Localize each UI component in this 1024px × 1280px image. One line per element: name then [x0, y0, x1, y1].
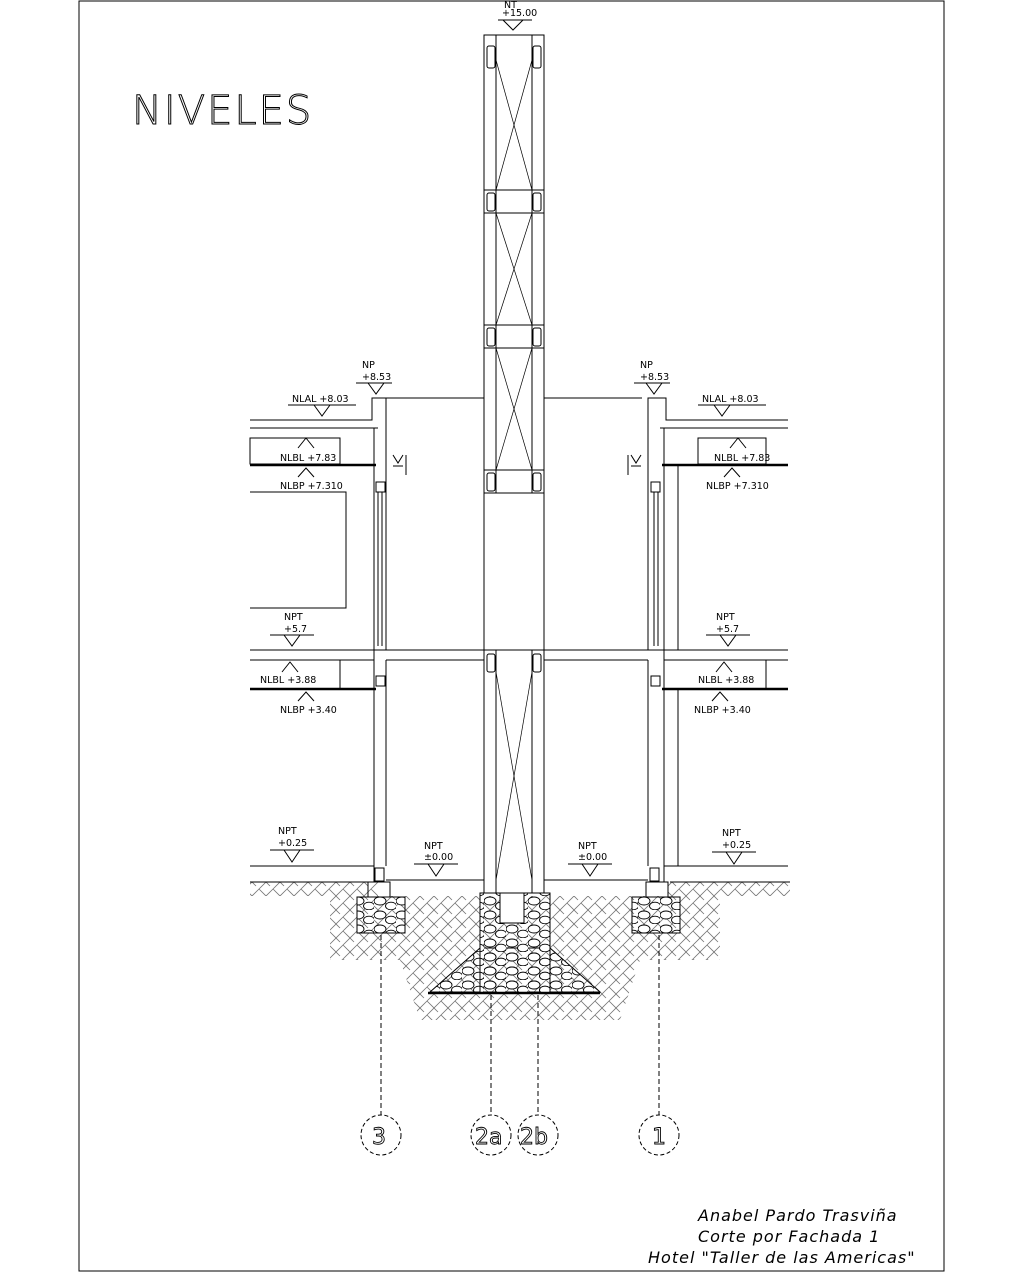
level-mark-npt-mid-left: NPT +5.7 [270, 612, 314, 647]
level-mark-nlal-left: NLAL +8.03 [288, 394, 356, 417]
label-levels-npt_mid_right-tag: NPT [716, 612, 735, 623]
level-mark-top: NT +15.00 [498, 0, 537, 31]
level-mark-npt-ground-right: NPT +0.25 [712, 828, 756, 865]
label-axes-0: 3 [372, 1125, 386, 1150]
label-axes-3: 1 [652, 1125, 666, 1150]
label-levels-np_right-tag: NP [640, 360, 653, 371]
footing-left [356, 881, 406, 934]
roof-structure [249, 397, 788, 882]
level-mark-npt-zero-left: NPT ±0.00 [414, 841, 458, 877]
label-levels-npt_ground_right-value: +0.25 [722, 840, 751, 851]
ground-floor [250, 865, 788, 882]
middle-floor [250, 649, 788, 866]
level-mark-npt-mid-right: NPT +5.7 [706, 612, 750, 647]
level-mark-np-right: NP +8.53 [634, 360, 670, 395]
label-levels-nlbl_lower_right: NLBL +3.88 [698, 675, 754, 686]
label-axes-2: 2b [520, 1125, 548, 1150]
label-levels-np_left-tag: NP [362, 360, 375, 371]
label-levels-nlbl_upper_left: NLBL +7.83 [280, 453, 336, 464]
footing-center [428, 892, 602, 995]
level-mark-nlbp-upper-left: NLBP +7.310 [280, 467, 343, 492]
label-levels-npt_ground_right-tag: NPT [722, 828, 741, 839]
title-block: Anabel Pardo Trasviña Corte por Fachada … [648, 1206, 916, 1267]
sheet-frame [78, 0, 945, 1272]
level-mark-npt-ground-left: NPT +0.25 [270, 826, 314, 863]
project-name: Hotel "Taller de las Americas" [648, 1248, 916, 1267]
label-levels-npt_zero_right-tag: NPT [578, 841, 597, 852]
level-mark-npt-zero-right: NPT ±0.00 [568, 841, 612, 877]
label-levels-npt_ground_left-tag: NPT [278, 826, 297, 837]
axis-bubble-1: 1 [638, 1114, 680, 1156]
label-levels-nlal_left: NLAL +8.03 [292, 394, 349, 405]
drawing-name: Corte por Fachada 1 [698, 1227, 880, 1246]
level-mark-nlbp-lower-right: NLBP +3.40 [694, 691, 751, 716]
label-levels-nlbp_upper_right: NLBP +7.310 [706, 481, 769, 492]
author-name: Anabel Pardo Trasviña [697, 1206, 898, 1225]
label-levels-nlal_right: NLAL +8.03 [702, 394, 759, 405]
label-levels-npt_ground_left-value: +0.25 [278, 838, 307, 849]
level-mark-np-left: NP +8.53 [356, 360, 392, 395]
axis-bubble-3: 3 [360, 1114, 402, 1156]
label-levels-np_right-value: +8.53 [640, 372, 669, 383]
axis-bubble-2a: 2a [470, 1114, 512, 1156]
label-levels-nlbl_lower_left: NLBL +3.88 [260, 675, 316, 686]
footing-right [631, 881, 681, 934]
level-mark-nlbl-lower-left: NLBL +3.88 [260, 661, 316, 686]
label-axes-1: 2a [475, 1125, 502, 1150]
label-levels-nlbp_upper_left: NLBP +7.310 [280, 481, 343, 492]
axis-bubble-2b: 2b [517, 1114, 559, 1156]
label-levels-npt_mid_left-value: +5.7 [284, 624, 307, 635]
label-levels-nlbp_lower_left: NLBP +3.40 [280, 705, 337, 716]
central-tower [483, 34, 545, 893]
label-levels-npt_mid_left-tag: NPT [284, 612, 303, 623]
level-tag: NT [504, 0, 517, 11]
label-levels-np_left-value: +8.53 [362, 372, 391, 383]
level-mark-nlbp-lower-left: NLBP +3.40 [280, 691, 337, 716]
label-levels-npt_zero_left-value: ±0.00 [424, 852, 453, 863]
level-mark-nlal-right: NLAL +8.03 [698, 394, 766, 417]
label-levels-npt_zero_right-value: ±0.00 [578, 852, 607, 863]
level-mark-nlbp-upper-right: NLBP +7.310 [706, 467, 769, 492]
label-levels-npt_zero_left-tag: NPT [424, 841, 443, 852]
label-levels-nlbl_upper_right: NLBL +7.83 [714, 453, 770, 464]
level-mark-nlbl-upper-right: NLBL +7.83 [714, 437, 770, 464]
label-levels-nlbp_lower_right: NLBP +3.40 [694, 705, 751, 716]
level-mark-nlbl-lower-right: NLBL +3.88 [698, 661, 754, 686]
label-levels-npt_mid_right-value: +5.7 [716, 624, 739, 635]
level-mark-nlbl-upper-left: NLBL +7.83 [280, 437, 336, 464]
axis-lines [380, 935, 660, 1115]
sheet-title: NIVELES [132, 88, 313, 134]
level-value: +15.00 [502, 8, 537, 19]
